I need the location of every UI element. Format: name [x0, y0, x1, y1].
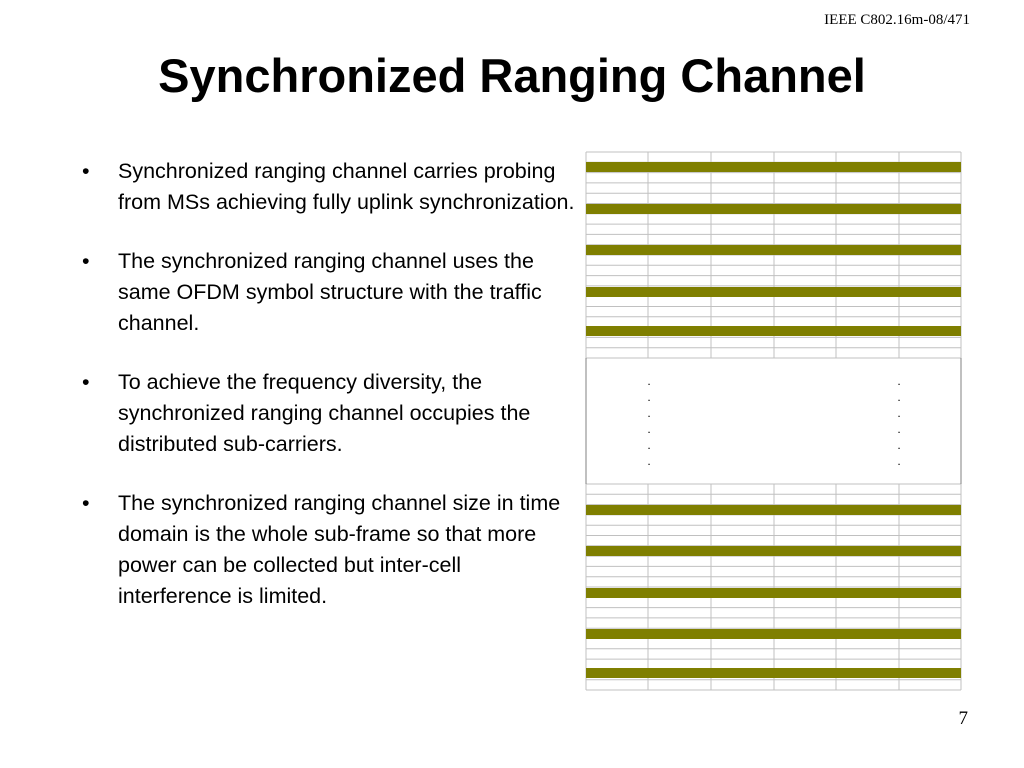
- ellipsis-dot: .: [897, 454, 900, 468]
- ranging-subcarrier-band: [586, 546, 961, 556]
- document-id: IEEE C802.16m-08/471: [824, 12, 970, 28]
- ellipsis-dot: .: [647, 454, 650, 468]
- bullet-text: To achieve the frequency diversity, the …: [118, 370, 531, 456]
- ellipsis-dot: .: [897, 438, 900, 452]
- ellipsis-dot: .: [647, 374, 650, 388]
- ellipsis-dot: .: [647, 406, 650, 420]
- bullet-list: • Synchronized ranging channel carries p…: [78, 156, 578, 640]
- ellipsis-dot: .: [897, 390, 900, 404]
- bullet-text: Synchronized ranging channel carries pro…: [118, 159, 575, 214]
- ranging-subcarrier-band: [586, 588, 961, 598]
- ranging-subcarrier-band: [586, 204, 961, 214]
- ranging-subcarrier-band: [586, 326, 961, 336]
- ellipsis-dot: .: [647, 390, 650, 404]
- bullet-item: • The synchronized ranging channel size …: [78, 488, 578, 612]
- page-number: 7: [958, 708, 969, 729]
- bullet-icon: •: [82, 491, 90, 515]
- ellipsis-dot: .: [647, 422, 650, 436]
- ranging-subcarrier-band: [586, 162, 961, 172]
- ranging-subcarrier-band: [586, 287, 961, 297]
- ranging-subcarrier-band: [586, 505, 961, 515]
- bullet-icon: •: [82, 370, 90, 394]
- bullet-item: • The synchronized ranging channel uses …: [78, 246, 578, 339]
- bullet-icon: •: [82, 159, 90, 183]
- ellipsis-dot: .: [647, 438, 650, 452]
- slide-title: Synchronized Ranging Channel: [158, 49, 866, 102]
- ellipsis-dot: .: [897, 406, 900, 420]
- ellipsis-dot: .: [897, 422, 900, 436]
- bullet-item: • To achieve the frequency diversity, th…: [78, 367, 578, 460]
- ranging-subcarrier-band: [586, 245, 961, 255]
- bullet-text: The synchronized ranging channel uses th…: [118, 249, 542, 335]
- bullet-item: • Synchronized ranging channel carries p…: [78, 156, 578, 218]
- ranging-subcarrier-band: [586, 629, 961, 639]
- ranging-subcarrier-band: [586, 668, 961, 678]
- bullet-icon: •: [82, 249, 90, 273]
- bullet-text: The synchronized ranging channel size in…: [118, 491, 561, 608]
- ellipsis-dot: .: [897, 374, 900, 388]
